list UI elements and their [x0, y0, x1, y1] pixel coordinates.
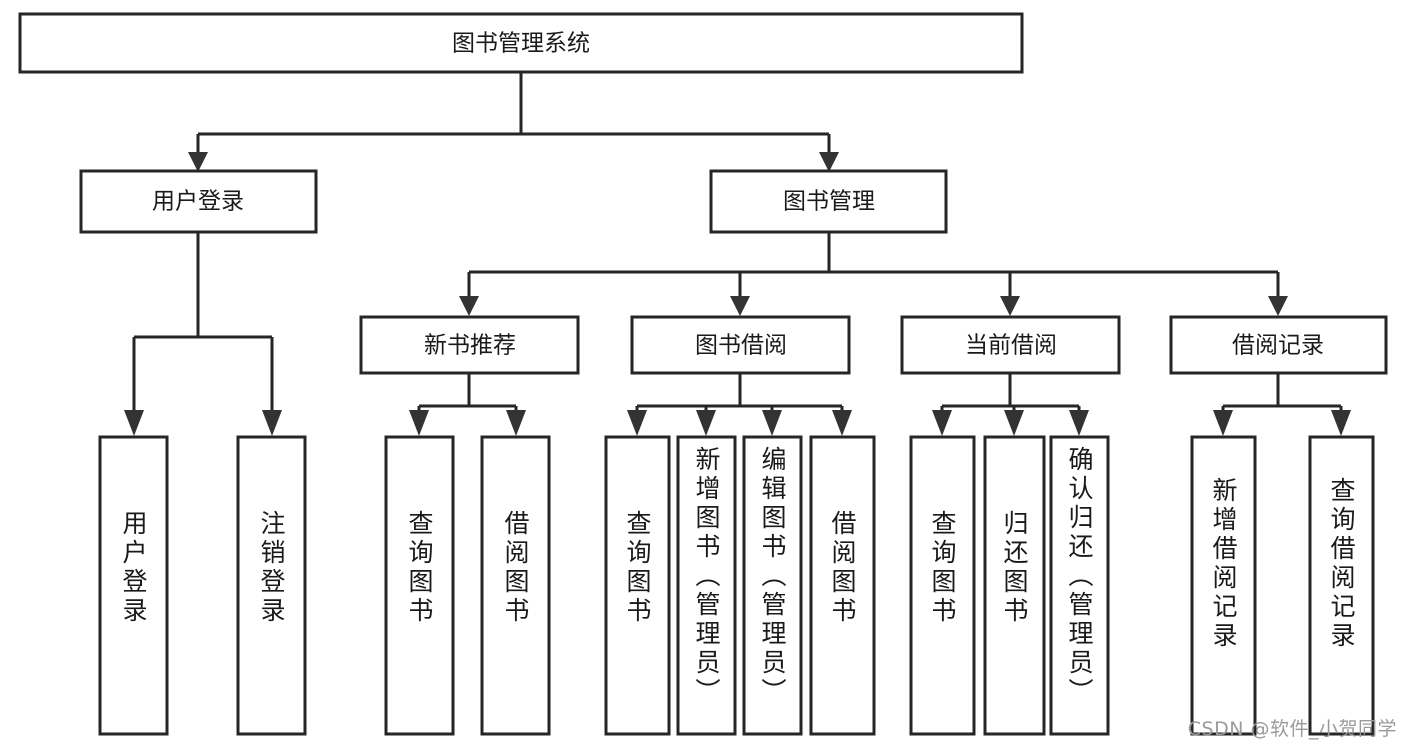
arrow-leaf-add-record	[1213, 410, 1233, 436]
arrow-leaf-borrow-book	[832, 410, 852, 436]
book-borrow-box[interactable]	[630, 315, 851, 375]
node-book-management[interactable]: 图书管理	[709, 169, 948, 234]
leaf-query-record-box[interactable]	[1308, 435, 1375, 736]
leaf-user-logout-box[interactable]	[236, 435, 307, 736]
arrow-leaf-query-book-rec	[409, 410, 429, 436]
book-management-label: 图书管理	[783, 189, 875, 215]
arrow-current-borrow	[1000, 296, 1020, 316]
leaf-query-book-borrow-box[interactable]	[604, 435, 671, 736]
arrow-new-book-recommend	[459, 296, 479, 316]
leaf-edit-book-box[interactable]	[742, 435, 803, 736]
new-book-recommend-label: 新书推荐	[424, 333, 516, 359]
connector-borrow-record-to-leaves	[1213, 373, 1351, 436]
root-label: 图书管理系统	[452, 31, 590, 57]
current-borrow-label: 当前借阅	[965, 333, 1057, 359]
connector-new-book-to-leaves	[409, 373, 526, 436]
arrow-leaf-add-book	[696, 410, 716, 436]
node-root[interactable]: 图书管理系统	[18, 12, 1024, 74]
arrow-leaf-user-logout	[262, 410, 282, 436]
book-management-box[interactable]	[709, 169, 948, 234]
arrow-book-borrow	[730, 296, 750, 316]
connector-book-borrow-to-leaves	[627, 373, 852, 436]
leaf-borrow-book-rec-box[interactable]	[480, 435, 551, 736]
arrow-to-book-management	[819, 152, 839, 172]
book-borrow-label: 图书借阅	[695, 333, 787, 359]
root-box[interactable]	[18, 12, 1024, 74]
connector-current-borrow-to-leaves	[932, 373, 1089, 436]
arrow-leaf-query-book-cur	[932, 410, 952, 436]
node-new-book-recommend[interactable]: 新书推荐	[359, 315, 580, 375]
arrow-leaf-confirm-return	[1069, 410, 1089, 436]
arrow-leaf-return-book	[1004, 410, 1024, 436]
borrow-record-box[interactable]	[1169, 315, 1388, 375]
arrow-leaf-edit-book	[762, 410, 782, 436]
node-current-borrow[interactable]: 当前借阅	[900, 315, 1121, 375]
arrow-leaf-query-record	[1331, 410, 1351, 436]
user-login-box[interactable]	[79, 169, 318, 234]
arrow-leaf-query-book-borrow	[627, 410, 647, 436]
connector-user-login-to-leaves	[124, 232, 282, 436]
leaf-add-book-box[interactable]	[676, 435, 737, 736]
connector-root-to-level2	[188, 72, 839, 172]
leaf-user-login-box[interactable]	[98, 435, 169, 736]
arrow-leaf-user-login	[124, 410, 144, 436]
node-user-login[interactable]: 用户登录	[79, 169, 318, 234]
leaf-query-book-rec-box[interactable]	[384, 435, 455, 736]
node-borrow-record[interactable]: 借阅记录	[1169, 315, 1388, 375]
leaf-query-book-cur-box[interactable]	[909, 435, 976, 736]
arrow-to-user-login	[188, 152, 208, 172]
current-borrow-box[interactable]	[900, 315, 1121, 375]
leaf-return-book-box[interactable]	[983, 435, 1046, 736]
connector-book-management-to-level3	[459, 232, 1288, 316]
arrow-leaf-borrow-book-rec	[506, 410, 526, 436]
leaf-borrow-book-box[interactable]	[809, 435, 876, 736]
node-book-borrow[interactable]: 图书借阅	[630, 315, 851, 375]
leaf-confirm-return-box[interactable]	[1049, 435, 1110, 736]
leaf-add-record-box[interactable]	[1190, 435, 1257, 736]
new-book-recommend-box[interactable]	[359, 315, 580, 375]
borrow-record-label: 借阅记录	[1232, 333, 1324, 359]
user-login-label: 用户登录	[152, 189, 244, 215]
arrow-borrow-record	[1268, 296, 1288, 316]
